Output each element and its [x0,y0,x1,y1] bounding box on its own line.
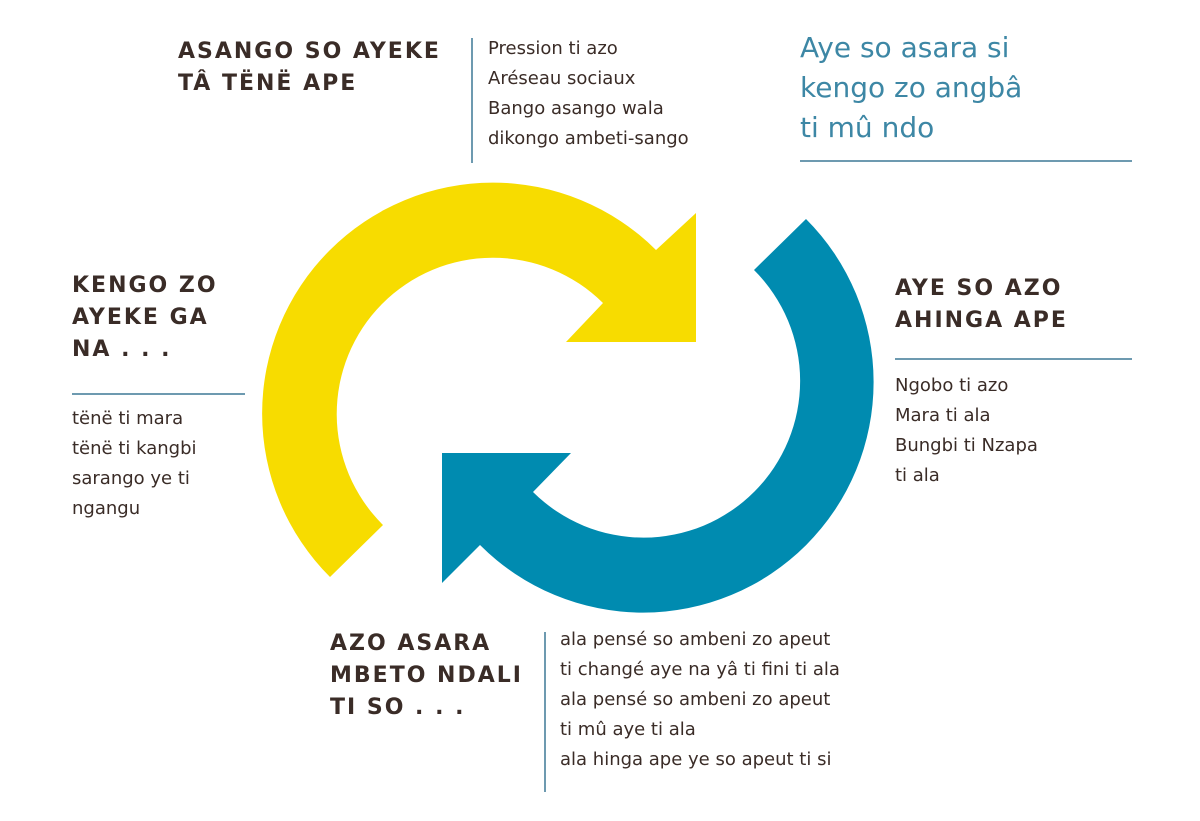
heading-line: NA . . . [72,337,172,362]
divider [800,160,1132,162]
lead-line: Aye so asara si [800,31,1010,64]
list-item: ala hinga ape ye so apeut ti si [560,749,832,770]
heading-line: AZO ASARA [330,631,492,656]
divider [544,632,546,792]
left-list: tënë ti mara tënë ti kangbi sarango ye t… [72,404,197,524]
list-item: ti ala [895,465,940,486]
list-item: ngangu [72,498,141,519]
right-heading: AYE SO AZO AHINGA APE [895,273,1068,337]
divider [895,358,1132,360]
list-item: tënë ti mara [72,408,184,429]
list-item: ala pensé so ambeni zo apeut [560,629,831,650]
list-item: ti mû aye ti ala [560,719,696,740]
bottom-list: ala pensé so ambeni zo apeut ti changé a… [560,625,840,775]
blue-cycle-arrow [442,219,874,613]
top-left-heading: ASANGO SO AYEKE TÂ TËNË APE [178,36,441,100]
top-left-list: Pression ti azo Aréseau sociaux Bango as… [488,34,689,154]
list-item: Ngobo ti azo [895,375,1009,396]
lead-line: ti mû ndo [800,111,935,144]
yellow-cycle-arrow [262,182,696,577]
list-item: Mara ti ala [895,405,991,426]
lead-line: kengo zo angbâ [800,71,1023,104]
heading-line: KENGO ZO [72,273,218,298]
list-item: sarango ye ti [72,468,190,489]
bottom-heading: AZO ASARA MBETO NDALI TI SO . . . [330,628,523,724]
heading-line: TÂ TËNË APE [178,71,358,96]
heading-line: ASANGO SO AYEKE [178,39,441,64]
heading-line: AYE SO AZO [895,276,1063,301]
divider [471,38,473,163]
list-item: ti changé aye na yâ ti fini ti ala [560,659,840,680]
top-right-lead: Aye so asara si kengo zo angbâ ti mû ndo [800,28,1022,148]
right-list: Ngobo ti azo Mara ti ala Bungbi ti Nzapa… [895,371,1038,491]
list-item: dikongo ambeti-sango [488,128,689,149]
list-item: Bango asango wala [488,98,664,119]
left-heading: KENGO ZO AYEKE GA NA . . . [72,270,218,366]
heading-line: TI SO . . . [330,695,466,720]
divider [72,393,245,395]
list-item: Aréseau sociaux [488,68,636,89]
list-item: ala pensé so ambeni zo apeut [560,689,831,710]
list-item: Bungbi ti Nzapa [895,435,1038,456]
list-item: Pression ti azo [488,38,618,59]
heading-line: AYEKE GA [72,305,209,330]
heading-line: MBETO NDALI [330,663,523,688]
list-item: tënë ti kangbi [72,438,197,459]
heading-line: AHINGA APE [895,308,1068,333]
